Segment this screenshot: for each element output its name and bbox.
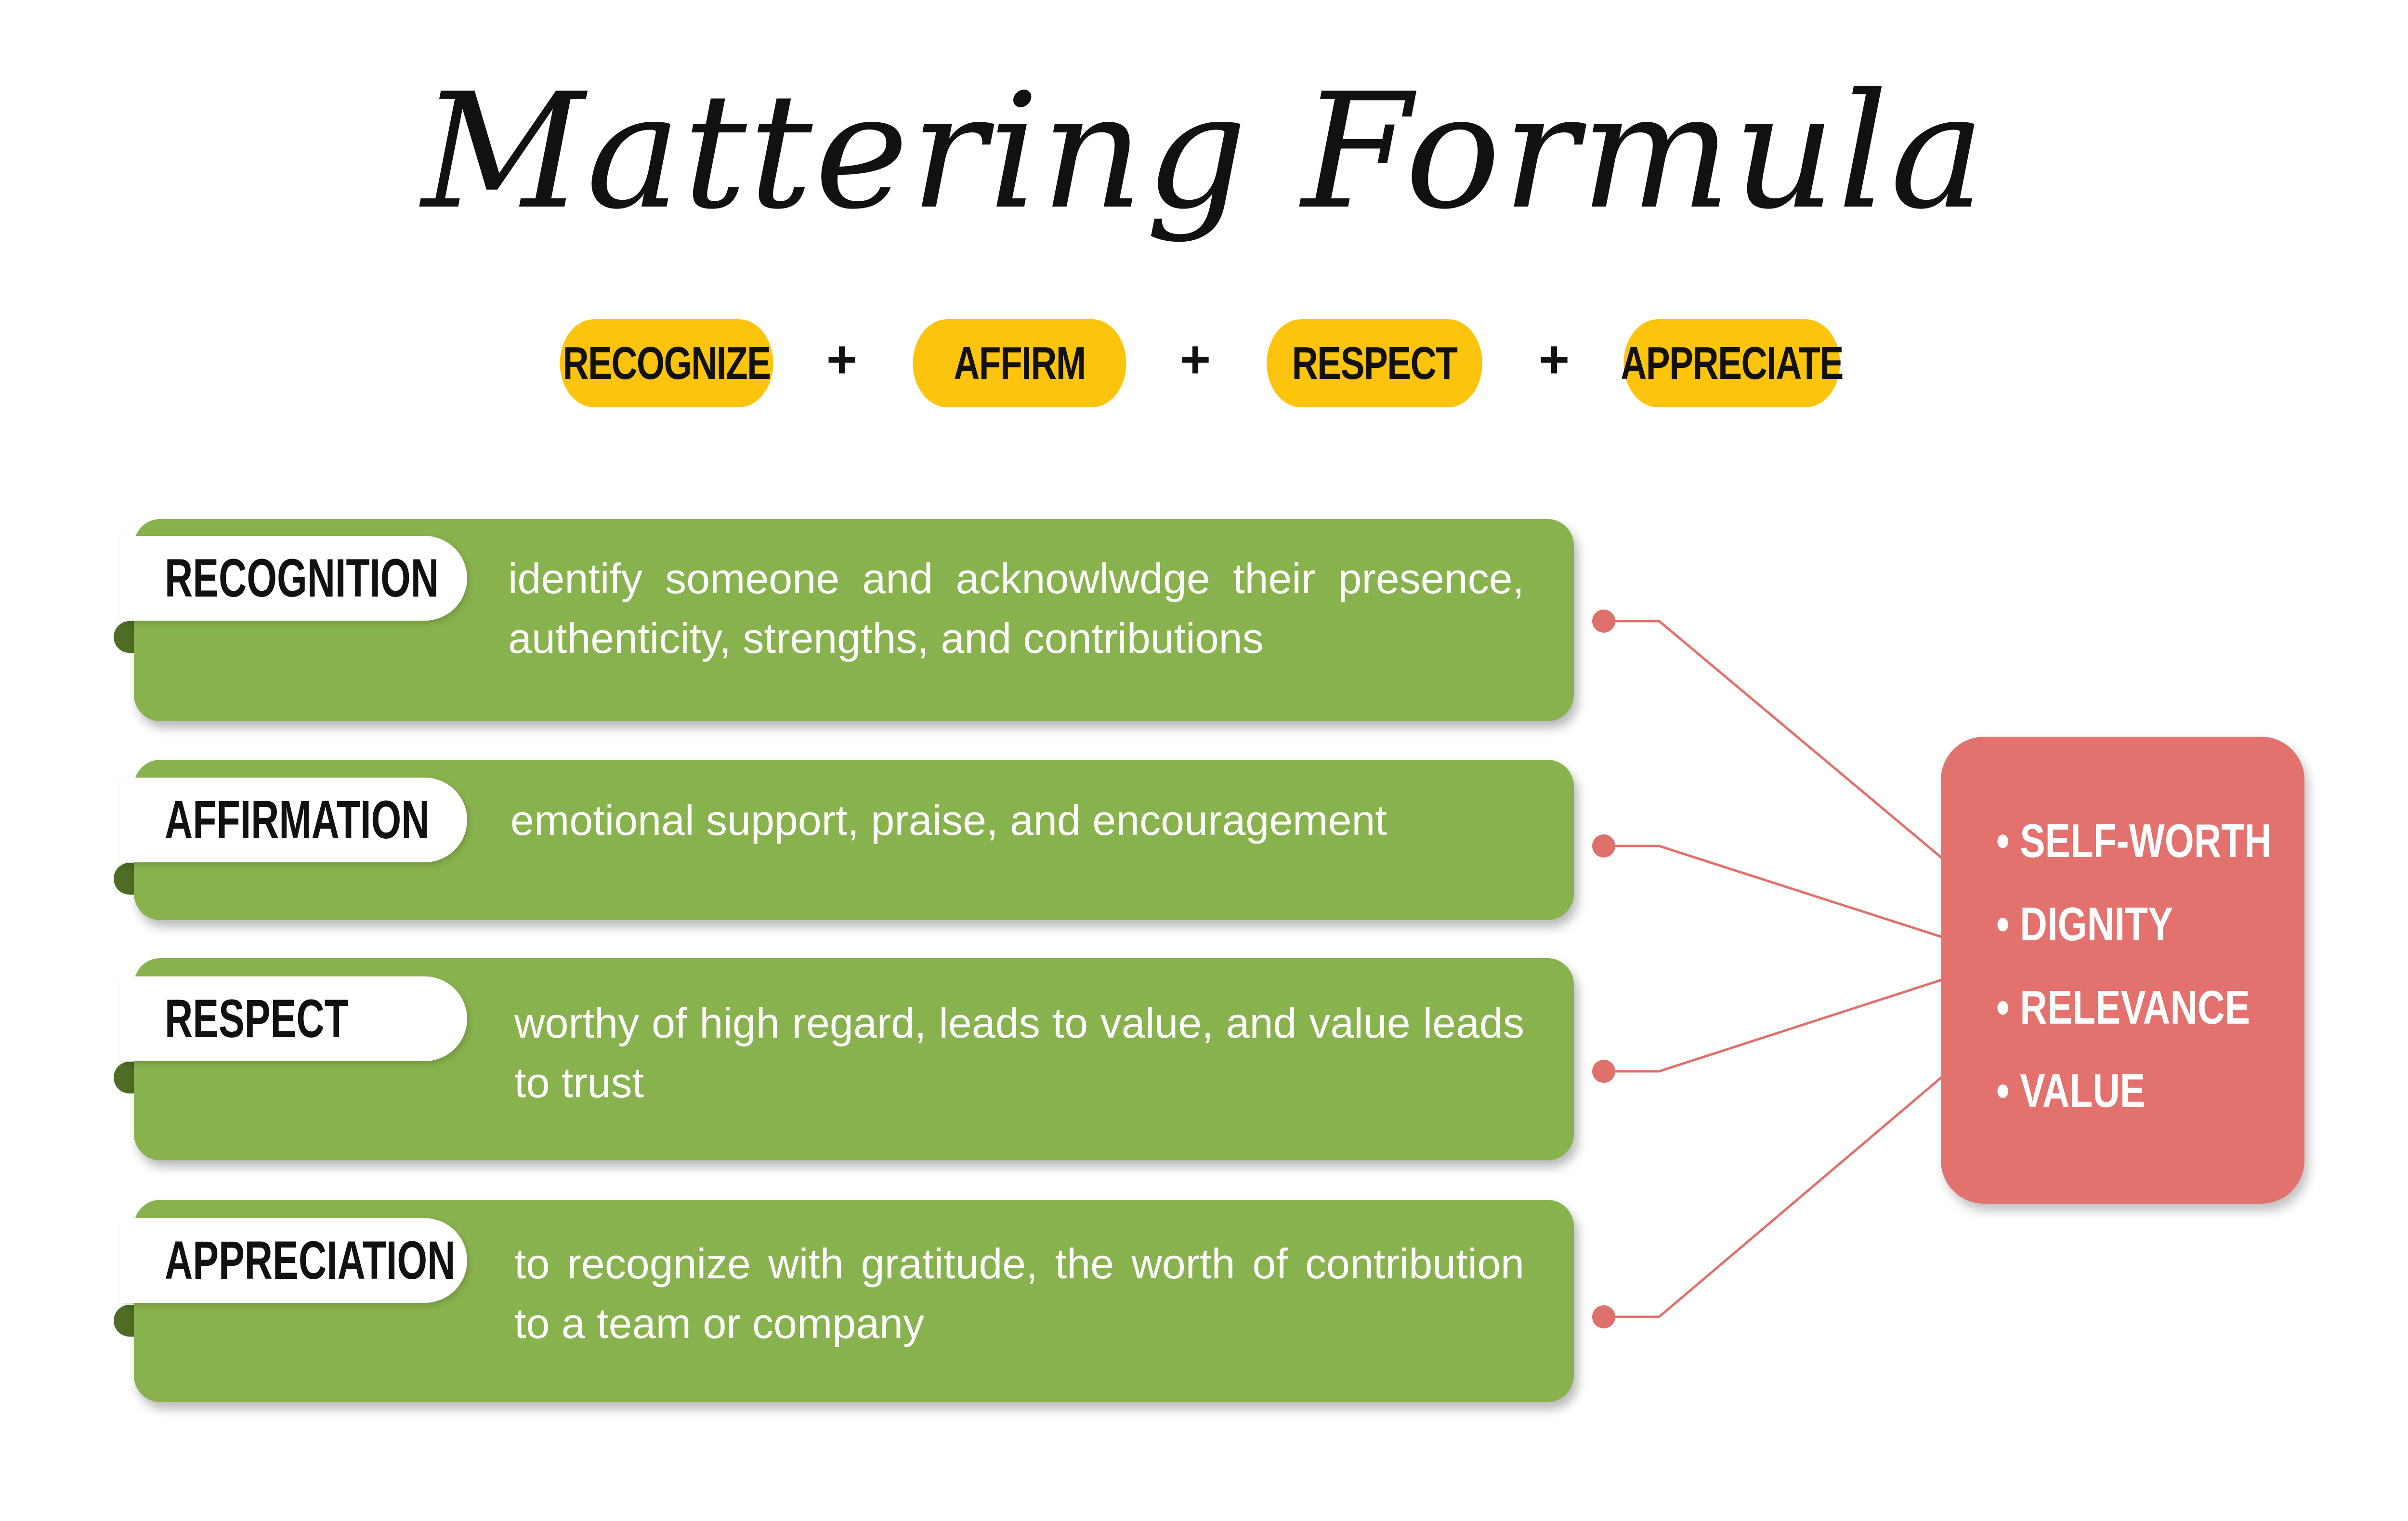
outcome-label: RELEVANCE bbox=[2020, 981, 2250, 1034]
formula-term-recognize: RECOGNIZE bbox=[560, 319, 773, 407]
row-description-affirmation: emotional support, praise, and encourage… bbox=[510, 796, 1387, 844]
connector-dot bbox=[1592, 610, 1615, 633]
row-label-respect: RESPECT bbox=[120, 976, 467, 1061]
bullet: • bbox=[1996, 814, 2010, 867]
outcome-item-self-worth: • SELF-WORTH bbox=[1996, 814, 2272, 868]
page-title: Mattering Formula bbox=[421, 59, 1987, 244]
row-description-recognition: identify someone and acknowlwdge their p… bbox=[508, 555, 1524, 662]
outcome-item-relevance: • RELEVANCE bbox=[1996, 980, 2250, 1035]
connector-dot bbox=[1592, 1060, 1615, 1083]
formula-term-appreciate: APPRECIATE bbox=[1621, 319, 1844, 407]
bullet: • bbox=[1996, 1064, 2010, 1117]
outcome-item-dignity: • DIGNITY bbox=[1996, 897, 2173, 951]
connector-line bbox=[1604, 620, 1943, 859]
row-label-text: AFFIRMATION bbox=[165, 790, 430, 850]
outcome-item-value: • VALUE bbox=[1996, 1064, 2145, 1118]
formula-term-affirm: AFFIRM bbox=[913, 319, 1126, 407]
row-label-text: RESPECT bbox=[165, 988, 348, 1049]
plus-sign: + bbox=[1538, 330, 1570, 389]
formula-term-respect: RESPECT bbox=[1267, 319, 1482, 407]
outcome-label: SELF-WORTH bbox=[2020, 814, 2272, 867]
row-label-affirmation: AFFIRMATION bbox=[120, 778, 467, 862]
row-label-appreciation: APPRECIATION bbox=[120, 1218, 467, 1303]
outcome-label: DIGNITY bbox=[2020, 897, 2173, 950]
connector-line bbox=[1604, 978, 1942, 1073]
bullet: • bbox=[1996, 897, 2010, 950]
bullet: • bbox=[1996, 981, 2010, 1034]
row-description-respect: worthy of high regard, leads to value, a… bbox=[514, 999, 1524, 1106]
outcomes-box: • SELF-WORTH • DIGNITY • RELEVANCE • VAL… bbox=[1941, 737, 2304, 1204]
row-description-appreciation: to recognize with gratitude, the worth o… bbox=[514, 1240, 1524, 1347]
outcome-label: VALUE bbox=[2020, 1064, 2146, 1117]
connector-line bbox=[1604, 1076, 1943, 1318]
connector-dot bbox=[1592, 1305, 1615, 1328]
plus-sign: + bbox=[1179, 330, 1211, 389]
row-label-text: RECOGNITION bbox=[165, 548, 439, 608]
connector-dot bbox=[1592, 834, 1615, 858]
row-label-text: APPRECIATION bbox=[165, 1230, 456, 1290]
row-label-recognition: RECOGNITION bbox=[120, 536, 467, 621]
plus-sign: + bbox=[826, 330, 858, 389]
connector-line bbox=[1604, 845, 1942, 938]
